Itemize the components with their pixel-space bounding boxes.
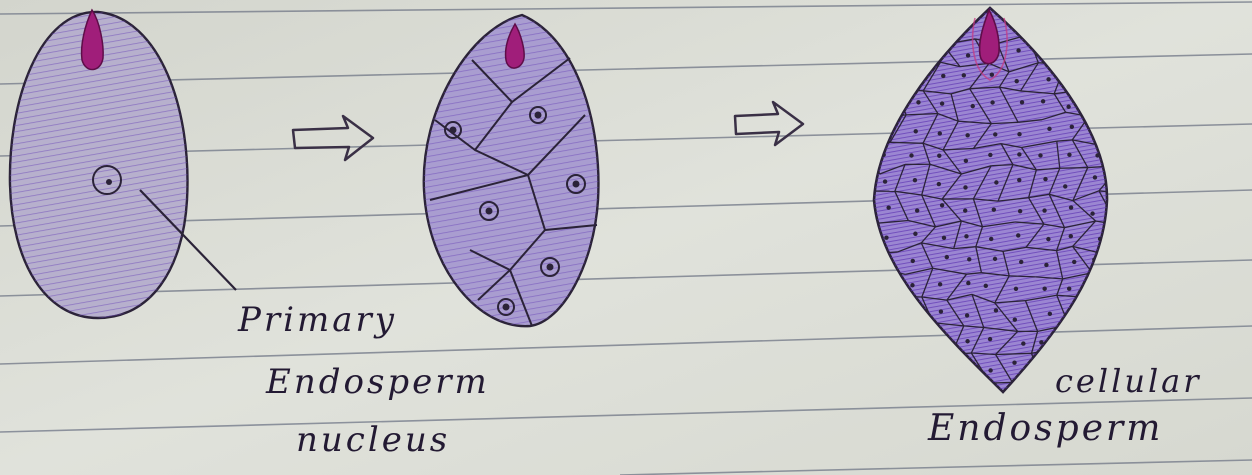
cell-nucleus-dot xyxy=(993,132,997,136)
cell-nucleus-dot xyxy=(940,203,944,207)
cell-nucleus-dot xyxy=(988,153,992,157)
cell-nucleus-dot xyxy=(910,283,914,287)
cell-nucleus-dot xyxy=(1069,205,1073,209)
cell-nucleus-dot xyxy=(1063,184,1067,188)
cell-nucleus-dot xyxy=(984,284,988,288)
cell-nucleus-dot xyxy=(938,282,942,286)
cell-nucleus-dot xyxy=(994,308,998,312)
cell-nucleus-dot xyxy=(1017,152,1021,156)
cell-nucleus-dot xyxy=(1095,153,1099,157)
cell-nucleus-dot xyxy=(940,101,944,105)
cell-nucleus-dot xyxy=(1090,211,1094,215)
label-nucleus: nucleus xyxy=(296,420,450,460)
cell-nucleus-dot xyxy=(913,232,917,236)
cell-nucleus-dot xyxy=(989,237,993,241)
cell-nucleus-dot xyxy=(909,153,913,157)
cell-nucleus-dot xyxy=(966,281,970,285)
cell-nucleus-dot xyxy=(883,179,887,183)
cell-nucleus-dot xyxy=(942,236,946,240)
cell-nucleus-dot xyxy=(937,182,941,186)
cell-nucleus-dot xyxy=(1046,237,1050,241)
cell-nucleus-dot xyxy=(1014,287,1018,291)
cell-nucleus-dot xyxy=(967,257,971,261)
cell-nucleus-dot xyxy=(965,133,969,137)
cell-nucleus-dot xyxy=(1015,79,1019,83)
cell-nucleus-dot xyxy=(941,74,945,78)
cell-nucleus-dot xyxy=(1093,175,1097,179)
cell-nucleus-dot xyxy=(988,337,992,341)
label-cellular-endosperm: Endosperm xyxy=(928,408,1163,449)
cell-nucleus-dot xyxy=(990,73,994,77)
cell-nucleus-dot xyxy=(913,178,917,182)
cell-nucleus-dot xyxy=(1044,263,1048,267)
cell-nucleus-dot xyxy=(971,104,975,108)
cell-nucleus-dot xyxy=(1016,233,1020,237)
cell-nucleus-dot xyxy=(1069,234,1073,238)
cell-nucleus-dot xyxy=(914,129,918,133)
cell-nucleus-dot xyxy=(1020,100,1024,104)
cell-nucleus-dot xyxy=(915,208,919,212)
cell-nucleus-dot xyxy=(1066,105,1070,109)
cell-nucleus-dot xyxy=(963,208,967,212)
cell-nucleus-dot xyxy=(994,180,998,184)
cell-nucleus-dot xyxy=(1067,287,1071,291)
cell-nucleus-dot xyxy=(966,53,970,57)
cell-nucleus-dot xyxy=(1072,260,1076,264)
cell-nucleus-dot xyxy=(993,257,997,261)
cell-nucleus-dot xyxy=(1043,177,1047,181)
cell-nucleus-dot xyxy=(988,368,992,372)
cell-nucleus-dot xyxy=(1016,48,1020,52)
cell-nucleus-dot xyxy=(939,309,943,313)
cell-nucleus-dot xyxy=(1070,125,1074,129)
label-cellular: cellular xyxy=(1055,362,1202,400)
cell-nucleus-dot xyxy=(1012,360,1016,364)
cell-nucleus-dot xyxy=(1017,132,1021,136)
cell-nucleus-dot xyxy=(992,207,996,211)
cell-nucleus-dot xyxy=(1067,153,1071,157)
label-primary: Primary xyxy=(238,300,397,340)
nucleolus xyxy=(106,179,112,185)
cell-nucleus-dot xyxy=(965,339,969,343)
cell-nucleus-dot xyxy=(963,185,967,189)
cell-nucleus-dot xyxy=(1048,312,1052,316)
cell-nucleus-dot xyxy=(938,131,942,135)
cell-nucleus-dot xyxy=(1013,318,1017,322)
cell-nucleus-dot xyxy=(1042,287,1046,291)
cell-nucleus-dot xyxy=(965,313,969,317)
cell-nucleus-dot xyxy=(886,205,890,209)
cell-nucleus-dot xyxy=(1039,340,1043,344)
cell-nucleus-dot xyxy=(962,73,966,77)
cell-nucleus-dot xyxy=(1038,153,1042,157)
cell-nucleus-dot xyxy=(1017,178,1021,182)
cell-nucleus-dot xyxy=(990,100,994,104)
cell-nucleus-dot xyxy=(884,235,888,239)
cell-nucleus-dot xyxy=(937,154,941,158)
cell-nucleus-dot xyxy=(916,100,920,104)
cell-nucleus-dot xyxy=(1046,77,1050,81)
cell-nucleus-dot xyxy=(1041,99,1045,103)
cell-nucleus-dot xyxy=(1042,208,1046,212)
cell-nucleus-dot xyxy=(1021,341,1025,345)
cell-nucleus-dot xyxy=(964,159,968,163)
cell-nucleus-dot xyxy=(911,259,915,263)
cell-nucleus-dot xyxy=(964,234,968,238)
cell-nucleus-dot xyxy=(1018,209,1022,213)
label-endosperm: Endosperm xyxy=(266,362,490,402)
cell-wall xyxy=(1060,168,1088,169)
cell-nucleus-dot xyxy=(1047,127,1051,131)
cell-nucleus-dot xyxy=(1019,260,1023,264)
cell-nucleus-dot xyxy=(945,255,949,259)
